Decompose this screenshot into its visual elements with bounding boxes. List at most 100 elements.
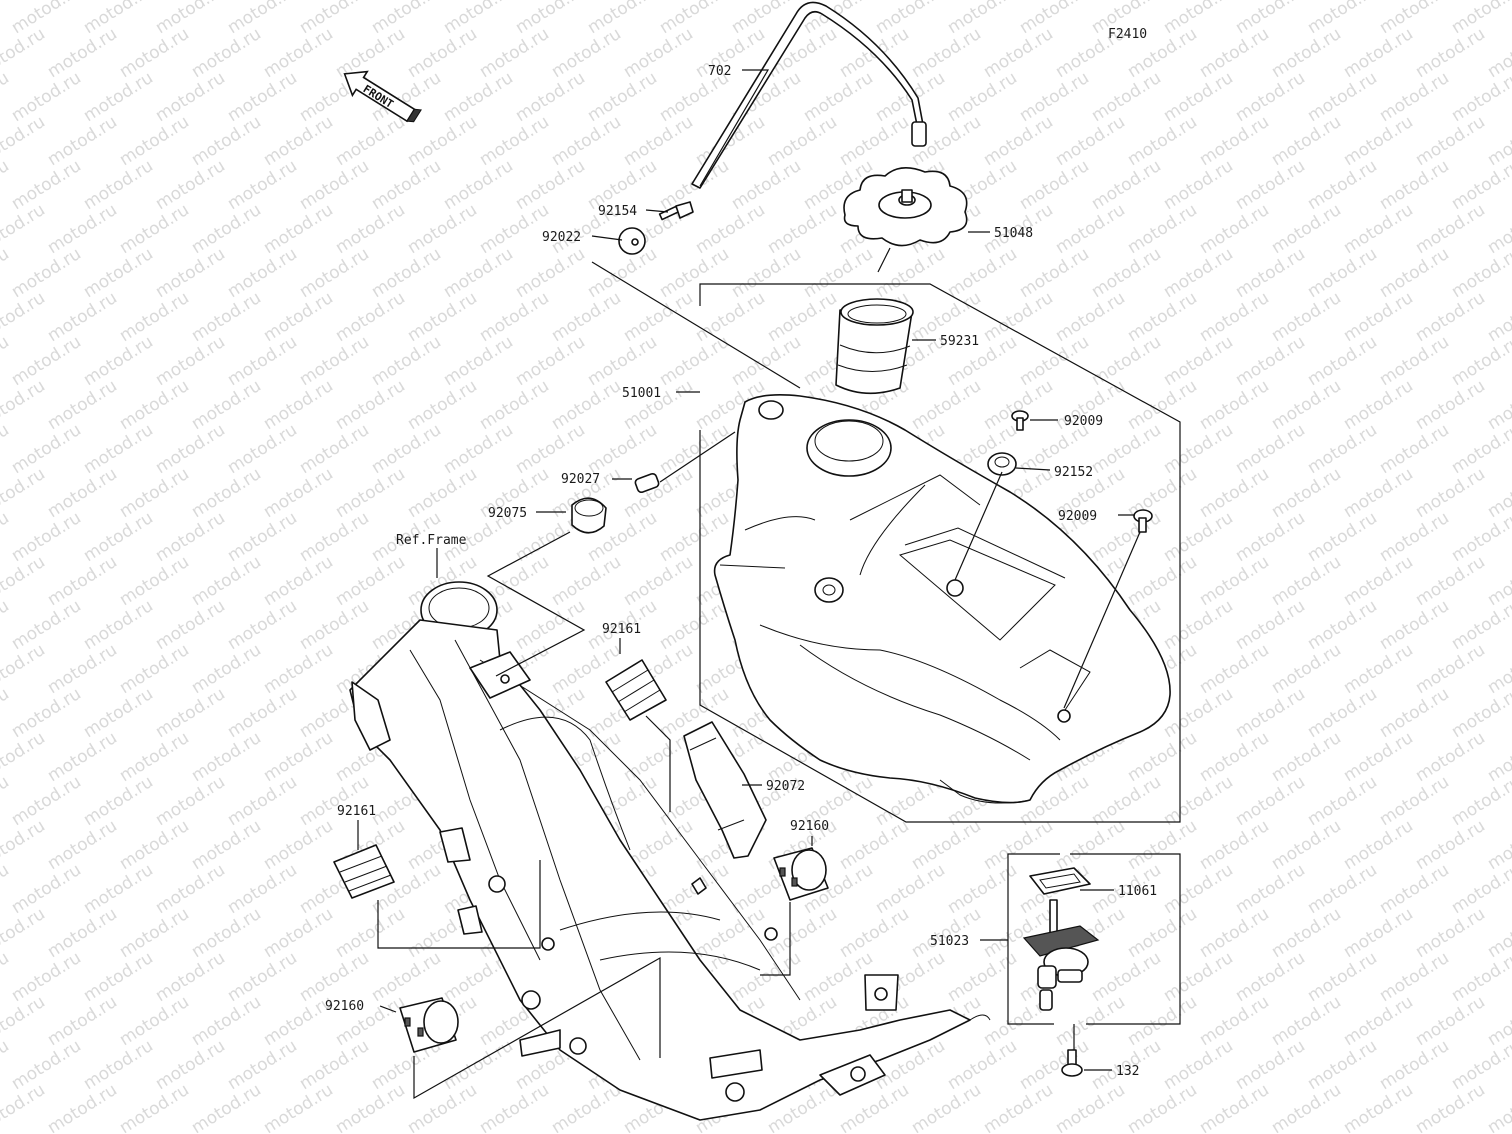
watermark-text: motod.ru <box>1232 156 1309 214</box>
watermark-text: motod.ru <box>1340 640 1417 698</box>
watermark-text: motod.ru <box>44 904 121 962</box>
watermark-text: motod.ru <box>440 420 517 478</box>
watermark-text: motod.ru <box>1088 948 1165 1006</box>
watermark-text: motod.ru <box>404 200 481 258</box>
watermark-text: motod.ru <box>1340 552 1417 610</box>
tank-band-92072 <box>683 721 767 859</box>
watermark-text: motod.ru <box>944 0 1021 38</box>
watermark-text: motod.ru <box>368 0 445 38</box>
watermark-text: motod.ru <box>152 948 229 1006</box>
watermark-text: motod.ru <box>1088 156 1165 214</box>
callout-92009-lower: 92009 <box>1058 509 1097 524</box>
watermark-text: motod.ru <box>1196 464 1273 522</box>
watermark-text: motod.ru <box>1340 112 1417 170</box>
watermark-text: motod.ru <box>260 112 337 170</box>
watermark-text: motod.ru <box>548 288 625 346</box>
screw-132 <box>1061 1049 1083 1077</box>
watermark-text: motod.ru <box>1160 332 1237 390</box>
watermark-text: motod.ru <box>1088 68 1165 126</box>
watermark-text: motod.ru <box>584 0 661 38</box>
watermark-text: motod.ru <box>1196 816 1273 874</box>
watermark-text: motod.ru <box>8 860 85 918</box>
watermark-text: motod.ru <box>440 1036 517 1094</box>
watermark-text: motod.ru <box>152 684 229 742</box>
watermark-text: motod.ru <box>1160 860 1237 918</box>
frame <box>349 581 991 1121</box>
watermark-text: motod.ru <box>296 244 373 302</box>
watermark-text: motod.ru <box>80 860 157 918</box>
fuelcock-bracket-left <box>1007 853 1060 1025</box>
watermark-text: motod.ru <box>656 420 733 478</box>
watermark-text: motod.ru <box>1160 1036 1237 1094</box>
watermark-text: motod.ru <box>1412 288 1489 346</box>
callout-92154: 92154 <box>598 204 637 219</box>
watermark-text: motod.ru <box>116 112 193 170</box>
watermark-text: motod.ru <box>332 1080 409 1134</box>
watermark-text: motod.ru <box>368 332 445 390</box>
watermark-text: motod.ru <box>0 1080 49 1134</box>
watermark-text: motod.ru <box>116 288 193 346</box>
watermark-text: motod.ru <box>1268 904 1345 962</box>
callout-92160-lower: 92160 <box>325 999 364 1014</box>
watermark-text: motod.ru <box>0 728 49 786</box>
watermark-text: motod.ru <box>8 0 85 38</box>
watermark-text: motod.ru <box>1340 376 1417 434</box>
watermark-text: motod.ru <box>1376 508 1453 566</box>
watermark-text: motod.ru <box>908 1080 985 1134</box>
watermark-text: motod.ru <box>1196 728 1273 786</box>
watermark-text: motod.ru <box>440 0 517 38</box>
watermark-text: motod.ru <box>0 332 13 390</box>
watermark-text: motod.ru <box>1268 112 1345 170</box>
watermark-text: motod.ru <box>1376 420 1453 478</box>
watermark-text: motod.ru <box>1376 684 1453 742</box>
watermark-text: motod.ru <box>980 24 1057 82</box>
watermark-text: motod.ru <box>1340 24 1417 82</box>
watermark-text: motod.ru <box>80 420 157 478</box>
watermark-text: motod.ru <box>1412 464 1489 522</box>
watermark-text: motod.ru <box>8 684 85 742</box>
watermark-text: motod.ru <box>944 244 1021 302</box>
fuel-tank <box>713 394 1171 804</box>
watermark-text: motod.ru <box>1232 684 1309 742</box>
watermark-text: motod.ru <box>224 1036 301 1094</box>
watermark-text: motod.ru <box>404 112 481 170</box>
watermark-text: motod.ru <box>1016 156 1093 214</box>
watermark-text: motod.ru <box>152 596 229 654</box>
watermark-text: motod.ru <box>80 596 157 654</box>
watermark-text: motod.ru <box>80 0 157 38</box>
watermark-text: motod.ru <box>908 816 985 874</box>
watermark-text: motod.ru <box>872 244 949 302</box>
watermark-text: motod.ru <box>620 376 697 434</box>
watermark-text: motod.ru <box>1232 420 1309 478</box>
fuel-cock-51023 <box>1022 899 1100 1011</box>
watermark-text: motod.ru <box>1376 596 1453 654</box>
watermark-text: motod.ru <box>80 156 157 214</box>
watermark-text: motod.ru <box>0 816 49 874</box>
watermark-text: motod.ru <box>1412 992 1489 1050</box>
watermark-text: motod.ru <box>1340 728 1417 786</box>
watermark-text: motod.ru <box>1304 420 1381 478</box>
watermark-text: motod.ru <box>836 816 913 874</box>
watermark-text: motod.ru <box>1124 992 1201 1050</box>
watermark-text: motod.ru <box>584 68 661 126</box>
watermark-text: motod.ru <box>296 508 373 566</box>
watermark-text: motod.ru <box>980 288 1057 346</box>
watermark-text: motod.ru <box>1124 728 1201 786</box>
watermark-text: motod.ru <box>116 816 193 874</box>
watermark-text: motod.ru <box>440 68 517 126</box>
watermark-text: motod.ru <box>0 860 13 918</box>
watermark-text: motod.ru <box>0 288 49 346</box>
watermark-text: motod.ru <box>548 24 625 82</box>
watermark-text: motod.ru <box>44 200 121 258</box>
watermark-text: motod.ru <box>1124 904 1201 962</box>
watermark-text: motod.ru <box>1268 552 1345 610</box>
watermark-text: motod.ru <box>1232 1036 1309 1094</box>
watermark-text: motod.ru <box>0 772 13 830</box>
watermark-text: motod.ru <box>8 596 85 654</box>
watermark-text: motod.ru <box>116 24 193 82</box>
watermark-text: motod.ru <box>1052 112 1129 170</box>
watermark-text: motod.ru <box>332 904 409 962</box>
watermark-text: motod.ru <box>1340 992 1417 1050</box>
watermark-text: motod.ru <box>548 1080 625 1134</box>
callout-ref-frame: Ref.Frame <box>396 533 467 548</box>
